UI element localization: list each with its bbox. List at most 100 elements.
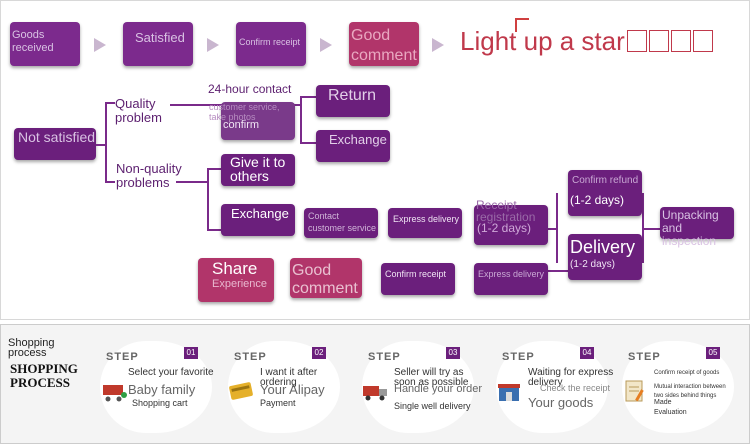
star-icon	[648, 30, 669, 52]
connector-line	[105, 102, 107, 182]
experience-label: Experience	[212, 278, 268, 290]
step-line-1: Seller will try as soon as possible	[394, 367, 469, 388]
step-line-1: I want it after ordering	[260, 367, 318, 388]
star-icon	[692, 30, 713, 52]
step-line-3: Check the receipt	[540, 383, 611, 393]
express-delivery-label-2: Express delivery	[478, 269, 545, 279]
storefront-icon	[498, 384, 520, 401]
shopping-process-big-title: SHOPPING PROCESS	[10, 361, 78, 390]
good-comment-label-2: Good comment	[292, 262, 358, 297]
customer-service-label: customer service, take photos	[209, 102, 280, 122]
step-card-4: STEP 04 Waiting for express delivery You…	[496, 341, 613, 433]
step-line-1: Select your favorite	[128, 367, 214, 378]
star-icon	[626, 30, 647, 52]
arrow-icon	[207, 38, 219, 52]
red-corner-mark-icon	[515, 18, 529, 32]
arrow-icon	[94, 38, 106, 52]
share-label: Share	[212, 259, 258, 278]
non-quality-problems-label: Non-quality problems	[116, 161, 182, 190]
step-number: 04	[580, 347, 594, 359]
customer-service-box: customer service, take photos confirm	[209, 102, 295, 140]
delivery-truck-icon	[363, 386, 387, 401]
exchange-label-top: Exchange	[329, 132, 387, 147]
return-label: Return	[328, 87, 377, 104]
confirm-label: confirm	[223, 119, 260, 131]
connector-line	[642, 228, 660, 230]
light-up-star-heading: Light up a star	[460, 26, 713, 57]
not-satisfied-box: Not satisfied	[14, 128, 96, 160]
step-card-1: STEP 01 Select your favorite Baby family…	[100, 341, 214, 433]
shopping-cart-icon	[103, 385, 127, 402]
step-card-3: STEP 03 Seller will try as soon as possi…	[362, 341, 482, 433]
step-label: STEP	[106, 351, 139, 363]
give-to-others-label: Give it to others	[230, 154, 286, 184]
step-number: 05	[706, 347, 720, 359]
return-box: Return	[316, 85, 390, 117]
confirm-refund-box: Confirm refund (1-2 days)	[568, 170, 642, 216]
satisfied-label: Satisfied	[135, 30, 185, 45]
receipt-registration-box: Receipt registration (1-2 days)	[474, 199, 548, 245]
step-line-2: Your Alipay	[260, 382, 325, 397]
step-label: STEP	[234, 351, 267, 363]
light-up-star-text: Light up a star	[460, 26, 625, 56]
unpacking-label: Unpacking and inspection	[662, 208, 719, 248]
good-comment-label: Good comment	[351, 27, 417, 64]
confirm-receipt-box: Confirm receipt	[236, 22, 306, 66]
receipt-registration-label: Receipt registration	[476, 198, 536, 224]
shopping-process-small-title: Shopping process	[8, 337, 55, 359]
duration-label: (1-2 days)	[570, 259, 616, 270]
goods-received-box: Goods received	[10, 22, 80, 66]
connector-line	[207, 168, 209, 230]
arrow-icon	[432, 38, 444, 52]
step-card-2: STEP 02 I want it after ordering Your Al…	[228, 341, 340, 433]
share-box: Share Experience	[198, 258, 274, 302]
step-line-1: Waiting for express delivery	[528, 367, 614, 388]
step-line-2: Handle your order	[394, 383, 483, 395]
connector-line	[300, 142, 316, 144]
connector-line	[300, 96, 302, 144]
document-pencil-icon	[625, 380, 644, 402]
connector-line	[105, 102, 115, 104]
step-line-3: Made Evaluation	[654, 399, 687, 416]
step-number: 02	[312, 347, 326, 359]
connector-line	[548, 270, 570, 272]
satisfied-box: Satisfied	[123, 22, 193, 66]
unpacking-box: Unpacking and inspection	[660, 207, 734, 248]
credit-card-icon	[229, 382, 253, 400]
star-icon	[670, 30, 691, 52]
contact-24h-label: 24-hour contact	[208, 82, 292, 96]
arrow-icon	[320, 38, 332, 52]
confirm-receipt-label: Confirm receipt	[239, 37, 301, 47]
connector-line	[207, 229, 221, 231]
step-label: STEP	[628, 351, 661, 363]
express-delivery-box-1: Express delivery	[388, 208, 462, 238]
step-line-3: Shopping cart	[132, 398, 188, 408]
step-line-2: Your goods	[528, 395, 594, 410]
delivery-box: Delivery (1-2 days)	[568, 234, 642, 280]
confirm-refund-label: Confirm refund	[572, 175, 639, 186]
express-delivery-box-2: Express delivery	[474, 263, 548, 295]
contact-customer-service-label: Contact customer service	[308, 211, 377, 233]
delivery-label: Delivery	[570, 237, 636, 257]
step-label: STEP	[368, 351, 401, 363]
exchange-box-mid: Exchange	[221, 204, 295, 236]
connector-line	[548, 228, 556, 230]
exchange-box-top: Exchange	[316, 130, 390, 162]
confirm-receipt-box-2: Confirm receipt	[381, 263, 455, 295]
connector-line	[300, 96, 316, 98]
connector-line	[96, 144, 106, 146]
duration-label: (1-2 days)	[570, 193, 625, 207]
good-comment-box-2: Good comment	[290, 258, 362, 298]
duration-label: (1-2 days)	[477, 221, 532, 235]
give-to-others-box: Give it to others	[221, 154, 295, 186]
step-card-5: STEP 05 Confirm receipt of goods Mutual …	[622, 341, 734, 433]
quality-problem-label: Quality problem	[115, 96, 162, 125]
step-number: 01	[184, 347, 198, 359]
good-comment-box: Good comment	[349, 22, 419, 66]
express-delivery-label-1: Express delivery	[393, 214, 460, 224]
confirm-receipt-label-2: Confirm receipt	[385, 269, 447, 279]
step-line-3: Single well delivery	[394, 401, 471, 411]
connector-line	[207, 168, 221, 170]
step-line-2: Mutual interaction between two sides beh…	[654, 384, 726, 399]
contact-customer-service-box: Contact customer service	[304, 208, 378, 238]
